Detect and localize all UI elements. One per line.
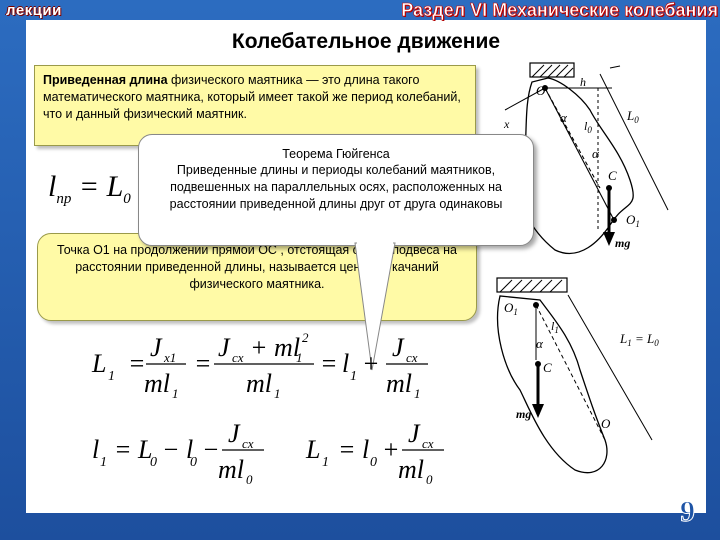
- svg-text:l: l: [92, 435, 99, 464]
- svg-text:ml: ml: [144, 369, 170, 398]
- label-l0: l0: [584, 119, 592, 135]
- svg-text:0: 0: [426, 472, 433, 487]
- svg-text:1: 1: [172, 386, 179, 401]
- svg-text:0: 0: [246, 472, 253, 487]
- definition-rest: физического маятника — это длина такого …: [43, 73, 461, 121]
- callout-body: Приведенные длины и периоды колебаний ма…: [169, 163, 503, 211]
- label-mg-2: mg: [516, 407, 531, 421]
- label-l1: l1: [551, 319, 559, 335]
- svg-text:2: 2: [302, 330, 309, 345]
- svg-text:ml: ml: [218, 455, 244, 484]
- svg-text:0: 0: [370, 455, 377, 470]
- label-h: h: [580, 75, 586, 89]
- label-O-2: O: [601, 416, 611, 431]
- svg-text:J: J: [408, 419, 421, 448]
- callout-title: Теорема Гюйгенса: [282, 147, 390, 161]
- svg-text:=: =: [128, 349, 146, 378]
- svg-text:l: l: [342, 349, 349, 378]
- svg-text:cx: cx: [422, 436, 434, 451]
- huygens-theorem-callout: Теорема Гюйгенса Приведенные длины и пер…: [138, 134, 534, 246]
- svg-text:= L: = L: [114, 435, 153, 464]
- label-O: O: [536, 83, 546, 98]
- svg-text:cx: cx: [242, 436, 254, 451]
- svg-text:=: =: [320, 349, 338, 378]
- svg-text:1: 1: [414, 386, 421, 401]
- svg-text:J: J: [228, 419, 241, 448]
- svg-text:cx: cx: [232, 350, 244, 365]
- center-of-oscillation-box: Точка О1 на продолжении прямой ОС , отст…: [37, 233, 477, 321]
- label-C-2: C: [543, 360, 552, 375]
- label-alpha-1: α: [560, 110, 568, 125]
- svg-text:+: +: [362, 349, 380, 378]
- svg-text:J: J: [150, 333, 163, 362]
- svg-text:1: 1: [108, 369, 115, 384]
- svg-text:=: =: [194, 349, 212, 378]
- svg-text:L: L: [91, 349, 106, 378]
- svg-text:− l: − l: [162, 435, 193, 464]
- svg-text:0: 0: [150, 455, 157, 470]
- label-alpha-2: α: [592, 146, 600, 161]
- svg-text:1: 1: [322, 455, 329, 470]
- label-O1-2: O1: [504, 300, 518, 317]
- svg-text:= l: = l: [338, 435, 369, 464]
- equation-L1-L0: L1 = L0: [619, 331, 659, 348]
- label-x: x: [503, 117, 510, 131]
- svg-text:0: 0: [190, 455, 197, 470]
- definition-term: Приведенная длина: [43, 73, 168, 87]
- svg-text:1: 1: [274, 386, 281, 401]
- svg-text:J: J: [392, 333, 405, 362]
- section-title: Раздел VI Механические колебания: [401, 0, 718, 20]
- svg-text:L: L: [305, 435, 320, 464]
- svg-text:ml: ml: [246, 369, 272, 398]
- page-number: 9: [680, 495, 696, 529]
- slide-title: Колебательное движение: [231, 30, 501, 53]
- svg-text:1: 1: [100, 455, 107, 470]
- svg-text:cx: cx: [406, 350, 418, 365]
- definition-text: Приведенная длина физического маятника —…: [43, 72, 467, 123]
- svg-text:1: 1: [296, 350, 303, 365]
- label-C: C: [608, 168, 617, 183]
- label-L0: L0: [626, 108, 639, 125]
- svg-text:ml: ml: [398, 455, 424, 484]
- svg-text:+ ml: + ml: [250, 333, 300, 362]
- lectures-label: лекции: [6, 2, 62, 19]
- definition-box: Приведенная длина физического маятника —…: [34, 65, 476, 146]
- svg-text:J: J: [218, 333, 231, 362]
- svg-text:1: 1: [350, 369, 357, 384]
- svg-text:−: −: [202, 435, 220, 464]
- label-alpha-3: α: [536, 336, 544, 351]
- svg-text:ml: ml: [386, 369, 412, 398]
- svg-text:x1: x1: [163, 350, 176, 365]
- label-mg-1: mg: [615, 236, 630, 250]
- formula-lpr: lпр = L0: [48, 170, 131, 207]
- label-O1: O1: [626, 212, 640, 229]
- svg-text:+: +: [382, 435, 400, 464]
